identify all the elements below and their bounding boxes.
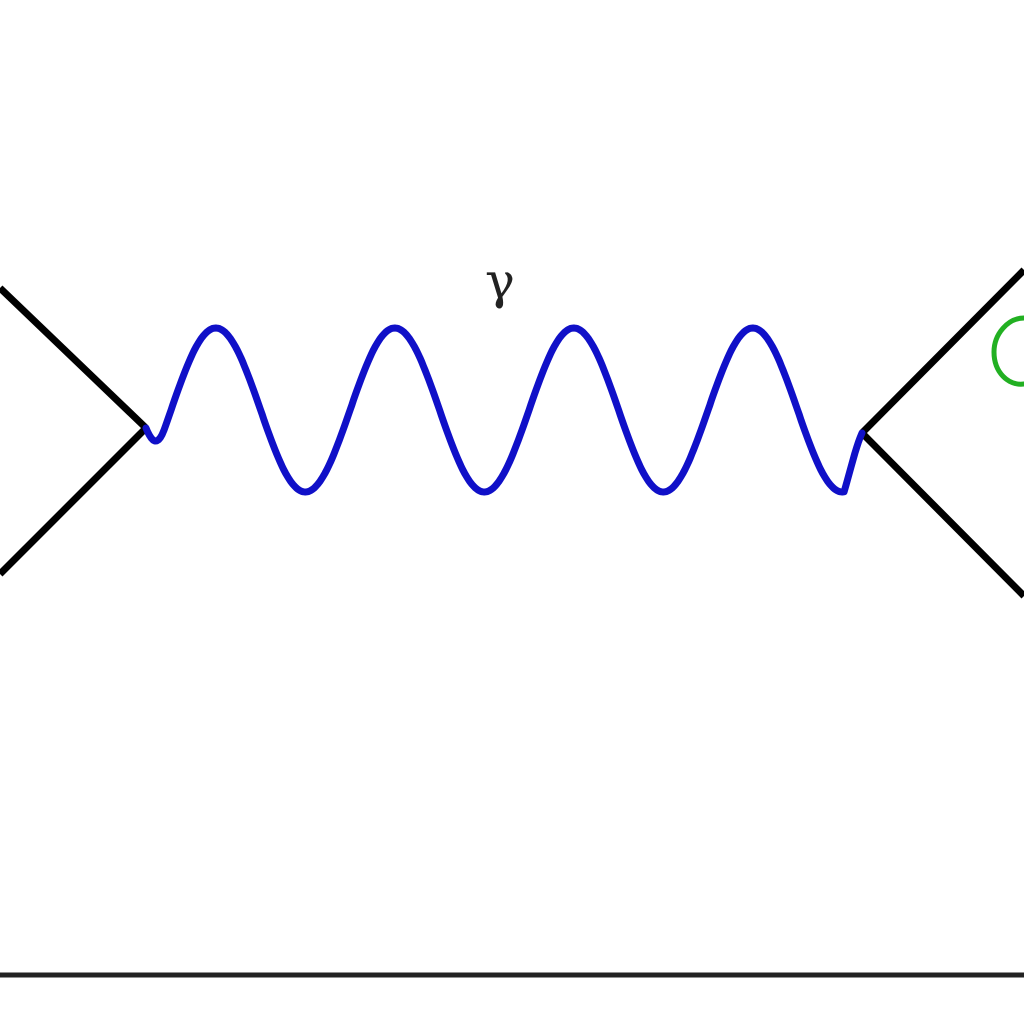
photon-label: γ	[485, 252, 515, 310]
partial-green-glyph	[991, 315, 1024, 387]
right-lower-fermion-line	[859, 430, 1024, 599]
left-lower-fermion-line	[0, 425, 149, 577]
photon-propagator	[142, 324, 866, 496]
right-upper-fermion-line	[859, 267, 1024, 436]
left-upper-fermion-line	[0, 285, 149, 431]
